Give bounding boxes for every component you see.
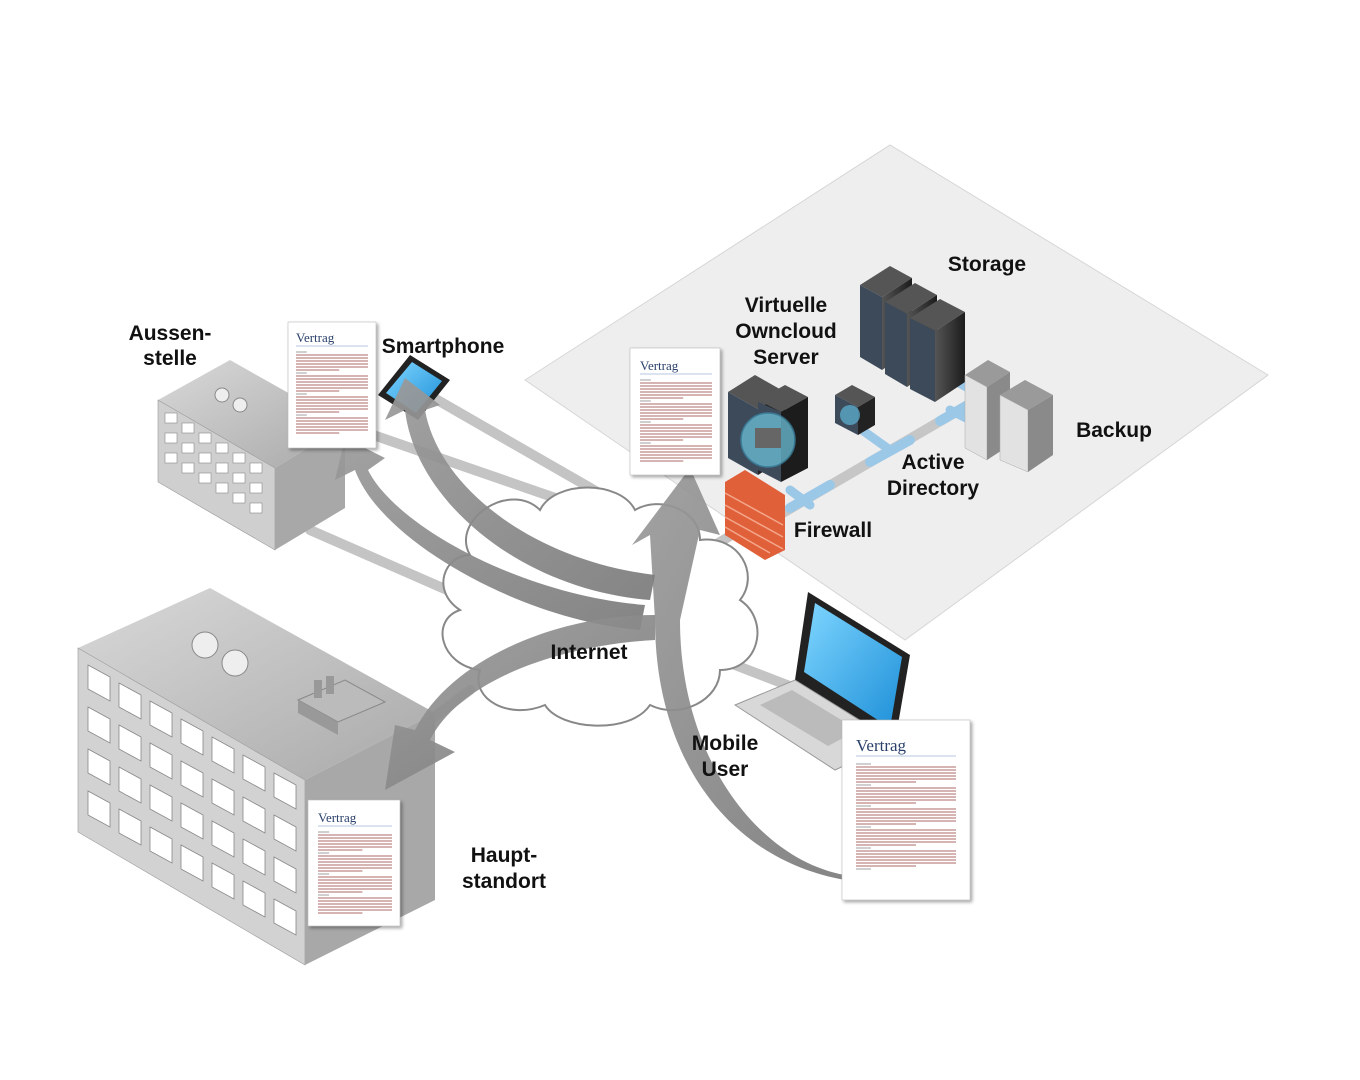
document-aussenstelle: Vertrag [287, 321, 377, 449]
active-directory-server [835, 385, 875, 435]
building-window [87, 706, 111, 744]
building-window [149, 784, 173, 822]
building-window [242, 796, 266, 834]
building-window [180, 844, 204, 882]
label-server-2: Owncloud [735, 320, 837, 343]
building-window [87, 790, 111, 828]
building-window [211, 736, 235, 774]
document-text-lines [640, 379, 712, 462]
storage-servers [860, 266, 965, 402]
building-window [273, 772, 297, 810]
storage-rack-3 [910, 299, 965, 402]
label-server-1: Virtuelle [745, 294, 827, 317]
document-mobile-user: Vertrag [841, 719, 971, 901]
label-mobile-user-2: User [702, 758, 749, 781]
document-title: Vertrag [640, 358, 679, 373]
building-window [242, 754, 266, 792]
building-window [149, 700, 173, 738]
label-server-3: Server [753, 346, 818, 369]
document-hauptstandort: Vertrag [307, 799, 401, 927]
flow-arrow-to-hauptstandort [385, 615, 655, 790]
virtualization-badge-icon [840, 405, 860, 425]
hq-windows [87, 664, 297, 936]
building-window [211, 778, 235, 816]
flow-arrow-mobile-to-server [632, 468, 845, 880]
building-window [118, 682, 142, 720]
hauptstandort-building [77, 588, 435, 966]
lan-backbone [740, 370, 990, 540]
building-window [211, 862, 235, 900]
building-window [149, 826, 173, 864]
building-window [273, 814, 297, 852]
document-text-lines [296, 351, 368, 434]
document-text-lines [318, 831, 392, 914]
building-window [273, 898, 297, 936]
building-window [180, 760, 204, 798]
label-active-directory-1: Active [901, 451, 964, 474]
label-hauptstandort-2: standort [462, 870, 546, 893]
document-title: Vertrag [856, 736, 907, 755]
building-window [87, 664, 111, 702]
document-title: Vertrag [296, 330, 335, 345]
backup-servers [964, 360, 1053, 473]
backup-rack-2 [999, 380, 1053, 473]
flow-arrow-to-smartphone [385, 378, 655, 600]
label-smartphone: Smartphone [382, 335, 505, 358]
building-window [242, 838, 266, 876]
owncloud-server [728, 375, 808, 482]
document-text-lines [856, 763, 956, 870]
label-internet: Internet [550, 641, 627, 664]
flow-arrow-to-aussenstelle [335, 438, 645, 630]
building-window [118, 724, 142, 762]
building-window [180, 718, 204, 756]
label-aussenstelle-2: stelle [143, 347, 197, 370]
label-mobile-user-1: Mobile [692, 732, 759, 755]
label-aussenstelle-1: Aussen- [129, 322, 212, 345]
building-window [273, 856, 297, 894]
label-active-directory-2: Directory [887, 477, 980, 500]
document-title: Vertrag [318, 810, 357, 825]
building-window [149, 742, 173, 780]
label-storage: Storage [948, 253, 1026, 276]
label-firewall: Firewall [794, 519, 872, 542]
document-server: Vertrag [629, 347, 721, 476]
label-backup: Backup [1076, 419, 1152, 442]
flow-arrows [335, 378, 845, 880]
building-window [118, 808, 142, 846]
cable-smartphone-internet [415, 385, 625, 510]
label-hauptstandort-1: Haupt- [471, 844, 538, 867]
firewall-icon [724, 470, 785, 560]
building-window [211, 820, 235, 858]
building-window [242, 880, 266, 918]
building-window [180, 802, 204, 840]
building-window [87, 748, 111, 786]
building-window [118, 766, 142, 804]
